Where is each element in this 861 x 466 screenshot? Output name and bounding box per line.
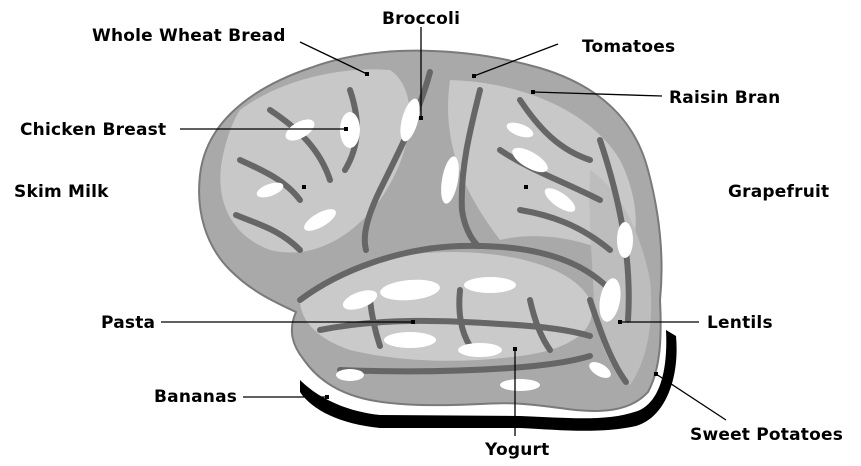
dot-raisin-bran bbox=[531, 90, 535, 94]
dot-whole-wheat-bread bbox=[365, 72, 369, 76]
label-chicken-breast: Chicken Breast bbox=[20, 120, 166, 140]
dot-broccoli bbox=[419, 116, 423, 120]
dot-grapefruit bbox=[524, 185, 528, 189]
dot-yogurt bbox=[513, 347, 517, 351]
dot-tomatoes bbox=[472, 74, 476, 78]
label-bananas: Bananas bbox=[154, 387, 237, 407]
dot-bananas bbox=[325, 395, 329, 399]
label-raisin-bran: Raisin Bran bbox=[669, 88, 780, 108]
dot-skim-milk bbox=[302, 185, 306, 189]
label-skim-milk: Skim Milk bbox=[14, 182, 109, 202]
label-pasta: Pasta bbox=[101, 313, 155, 333]
label-sweet-potatoes: Sweet Potatoes bbox=[690, 425, 843, 445]
label-tomatoes: Tomatoes bbox=[582, 37, 675, 57]
dot-lentils bbox=[618, 320, 622, 324]
dot-pasta bbox=[411, 320, 415, 324]
label-grapefruit: Grapefruit bbox=[728, 182, 829, 202]
label-yogurt: Yogurt bbox=[485, 440, 549, 460]
label-lentils: Lentils bbox=[707, 313, 773, 333]
dot-chicken-breast bbox=[344, 127, 348, 131]
label-whole-wheat-bread: Whole Wheat Bread bbox=[92, 26, 286, 46]
dot-sweet-potatoes bbox=[654, 372, 658, 376]
label-broccoli: Broccoli bbox=[382, 9, 460, 29]
